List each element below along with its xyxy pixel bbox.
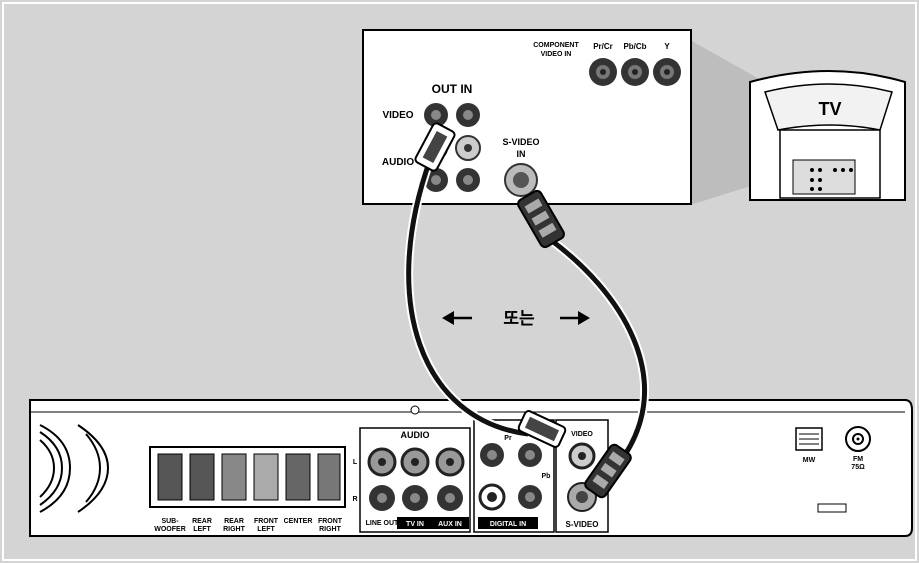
tv-audio-in-jack-l bbox=[455, 135, 481, 161]
tv-in-label: TV IN bbox=[406, 521, 424, 528]
player-rear-panel: SUB- WOOFER REAR LEFT REAR RIGHT FRONT L… bbox=[29, 399, 913, 537]
aux-in-jack-r bbox=[437, 485, 463, 511]
player-video-jack bbox=[568, 442, 596, 470]
speaker-label-rear-left-2: LEFT bbox=[193, 526, 211, 533]
fm-label: FM bbox=[853, 456, 863, 463]
or-label: 또는 bbox=[503, 309, 535, 328]
panel-slot bbox=[817, 503, 847, 513]
speaker-label-rear-left: REAR bbox=[192, 518, 212, 525]
tv-component-jack-pr bbox=[589, 58, 617, 86]
fan-vent-icon bbox=[39, 424, 110, 513]
tv-in-jack-r bbox=[402, 485, 428, 511]
player-component-jack-pb bbox=[518, 485, 542, 509]
speaker-label-rear-right-2: RIGHT bbox=[223, 526, 246, 533]
player-video-label: VIDEO bbox=[571, 431, 593, 438]
svideo-cable bbox=[517, 189, 650, 499]
player-pr-label: Pr bbox=[504, 435, 512, 442]
speaker-label-subwoofer: SUB- bbox=[161, 518, 179, 525]
tv-pr-label: Pr/Cr bbox=[593, 42, 613, 51]
digital-in-jack bbox=[478, 483, 506, 511]
line-out-jack-r bbox=[369, 485, 395, 511]
aux-in-jack-l bbox=[435, 447, 465, 477]
tv-audio-label: AUDIO bbox=[382, 157, 414, 168]
tv-component-jack-y bbox=[653, 58, 681, 86]
panel-screw bbox=[410, 405, 420, 415]
video-cable bbox=[404, 122, 567, 448]
tv-audio-out-jack-r bbox=[424, 168, 448, 192]
line-out-jack-l bbox=[367, 447, 397, 477]
speaker-label-front-left-2: LEFT bbox=[257, 526, 275, 533]
mw-label: MW bbox=[803, 457, 816, 464]
tv-video-out-jack bbox=[424, 103, 448, 127]
tv-video-in-jack bbox=[456, 103, 480, 127]
fm-antenna-connector bbox=[845, 426, 871, 452]
tv-label: TV bbox=[818, 99, 841, 119]
tv-in-jack-l bbox=[400, 447, 430, 477]
speaker-terminal-block bbox=[149, 446, 346, 508]
digital-in-label: DIGITAL IN bbox=[490, 521, 526, 528]
tv-in-aux-in-bar bbox=[397, 517, 469, 529]
component-video-label-2: VIDEO IN bbox=[541, 51, 572, 58]
speaker-label-front-right-2: RIGHT bbox=[319, 526, 342, 533]
audio-header-label: AUDIO bbox=[401, 430, 430, 440]
speaker-label-front-right: FRONT bbox=[318, 518, 343, 525]
player-component-jack-pr bbox=[480, 443, 504, 467]
right-arrow-icon bbox=[560, 311, 590, 325]
tv-illustration: TV bbox=[749, 70, 906, 201]
tv-pb-label: Pb/Cb bbox=[623, 42, 646, 51]
tv-svideo-jack bbox=[504, 163, 538, 197]
player-svideo-label: S-VIDEO bbox=[566, 520, 599, 529]
tv-svideo-in-label: IN bbox=[517, 149, 526, 159]
speaker-label-front-left: FRONT bbox=[254, 518, 279, 525]
line-out-label: LINE OUT bbox=[366, 520, 399, 527]
player-component-jack-y bbox=[518, 443, 542, 467]
tv-audio-in-jack-r bbox=[456, 168, 480, 192]
audio-r-label: R bbox=[352, 496, 357, 503]
left-arrow-icon bbox=[442, 311, 472, 325]
aux-in-label: AUX IN bbox=[438, 521, 462, 528]
audio-jack-block bbox=[359, 427, 471, 533]
speaker-label-rear-right: REAR bbox=[224, 518, 244, 525]
fm-75ohm-label: 75Ω bbox=[851, 464, 865, 471]
tv-component-jack-pb bbox=[621, 58, 649, 86]
tv-video-label: VIDEO bbox=[382, 110, 413, 121]
tv-back-panel: COMPONENT VIDEO IN Pr/Cr Pb/Cb Y OUT IN … bbox=[362, 29, 692, 205]
digital-in-bar bbox=[478, 517, 538, 529]
speaker-label-center: CENTER bbox=[284, 518, 313, 525]
mw-antenna-connector bbox=[795, 427, 823, 451]
speaker-label-subwoofer-2: WOOFER bbox=[154, 526, 186, 533]
component-video-label: COMPONENT bbox=[533, 42, 579, 49]
audio-l-label: L bbox=[353, 459, 358, 466]
tv-y-label: Y bbox=[664, 42, 670, 51]
tv-small-panel bbox=[792, 159, 856, 195]
tv-svideo-label: S-VIDEO bbox=[502, 137, 539, 147]
out-in-label: OUT IN bbox=[432, 82, 473, 96]
player-pb-label: Pb bbox=[542, 473, 551, 480]
